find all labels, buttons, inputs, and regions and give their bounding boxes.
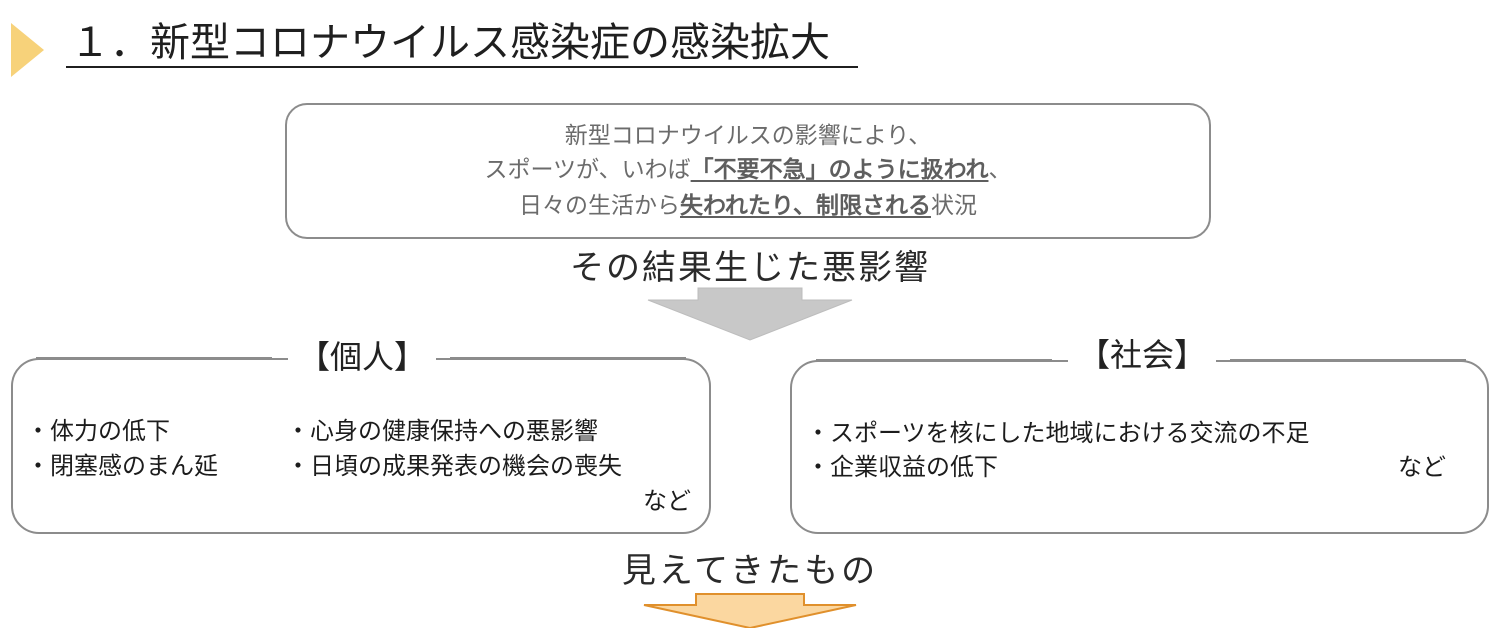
- page-title: １．新型コロナウイルス感染症の感染拡大: [70, 20, 830, 66]
- society-item-1: ・スポーツを核にした地域における交流の不足: [806, 419, 1310, 447]
- personal-etc: など: [643, 487, 691, 515]
- result-label: その結果生じた悪影響: [570, 248, 930, 288]
- situation-line-1-text: 新型コロナウイルスの影響により、: [564, 123, 932, 149]
- situation-line-3-emphasis: 失われたり、制限される: [680, 193, 931, 219]
- title-marker-arrow: [11, 23, 44, 77]
- title-underline: [66, 66, 858, 68]
- society-heading-rule-right: [1230, 359, 1466, 361]
- situation-line-2-prefix: スポーツが、いわば: [484, 157, 691, 183]
- society-item-2: ・企業収益の低下: [806, 453, 998, 481]
- situation-line-2: スポーツが、いわば「不要不急」のように扱われ、: [287, 156, 1209, 184]
- situation-box: 新型コロナウイルスの影響により、 スポーツが、いわば「不要不急」のように扱われ、…: [285, 103, 1211, 239]
- society-heading: 【社会】: [1068, 335, 1217, 375]
- gray-down-arrow: [647, 287, 853, 341]
- society-heading-rule-left: [816, 359, 1052, 361]
- situation-line-2-emphasis: 「不要不急」のように扱われ: [690, 157, 989, 183]
- personal-item-2: ・閉塞感のまん延: [26, 452, 218, 480]
- situation-line-2-suffix: 、: [988, 157, 1012, 183]
- personal-heading-rule-left: [36, 357, 272, 359]
- society-etc: など: [1398, 453, 1446, 481]
- personal-item-3: ・心身の健康保持への悪影響: [286, 417, 598, 445]
- personal-panel: [11, 358, 711, 534]
- personal-item-1: ・体力の低下: [26, 417, 170, 445]
- personal-heading-rule-right: [450, 357, 686, 359]
- situation-line-3-suffix: 状況: [930, 193, 977, 219]
- personal-heading: 【個人】: [288, 337, 437, 377]
- situation-line-1: 新型コロナウイルスの影響により、: [287, 122, 1209, 150]
- orange-down-arrow: [643, 593, 857, 628]
- personal-item-4: ・日頃の成果発表の機会の喪失: [286, 452, 622, 480]
- situation-line-3: 日々の生活から失われたり、制限される状況: [287, 192, 1209, 220]
- seen-label: 見えてきたもの: [621, 551, 879, 591]
- situation-line-3-prefix: 日々の生活から: [519, 193, 681, 219]
